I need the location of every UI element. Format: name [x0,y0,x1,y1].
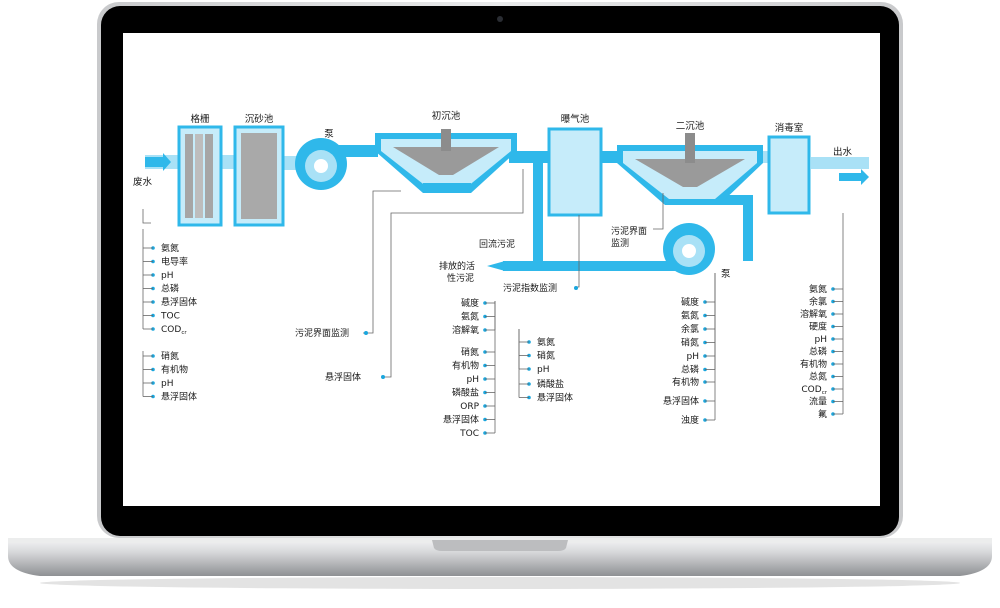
effluent-param: 总氮 [809,371,827,383]
influent-param: TOC [160,312,180,322]
label-sludge-index: 污泥指数监测 [503,282,557,294]
influent-param: 悬浮固体 [161,296,197,308]
label-pump2: 泵 [721,269,731,280]
label-outlet: 出水 [833,146,853,158]
effluent-param: pH [815,335,827,345]
aeration_b-param: 悬浮固体 [443,414,479,426]
outlet-pipe [811,157,869,169]
secondary_a-param: pH [687,352,699,362]
aeration_d-dot [527,395,531,400]
secondary-drain [719,195,753,205]
aeration_b-param: pH [467,375,479,385]
label-aeration: 曝气池 [561,113,590,125]
label-inlet: 废水 [133,176,153,188]
aeration_c-param: 氨氮 [537,336,555,348]
label-secondary: 二沉池 [676,120,705,132]
grit-param: pH [161,379,173,389]
parameter-groups: 氨氮电导率pH总磷悬浮固体TOCCODcr硝氮有机物pH悬浮固体碱度氨氮溶解氧硝… [142,213,844,439]
secondary-drain-down [743,195,753,261]
effluent-param: 硬度 [809,321,827,333]
aeration_d-dot [527,382,531,386]
grit-param: 硝氮 [161,350,179,362]
aeration_c-param: pH [537,365,549,375]
return-arrow-up [534,229,542,243]
wastewater-process-diagram: 格栅 沉砂池 泵 初沉池 曝气池 二沉池 消毒室 泵 废水 出水 回流污泥 排放… [133,110,869,439]
waste-sludge-arrow [487,261,505,271]
label-suspended-solids: 悬浮固体 [325,371,361,383]
label-sludge-interface-2b: 监测 [611,237,629,249]
label-primary: 初沉池 [432,110,461,122]
aeration_b-param: 有机物 [452,360,479,372]
grit-param: 悬浮固体 [161,391,197,403]
aeration_a-param: 溶解氧 [452,324,479,336]
laptop-base [8,540,992,576]
influent-param: 电导率 [161,256,188,268]
label-disinfection: 消毒室 [775,122,804,134]
screen: 格栅 沉砂池 泵 初沉池 曝气池 二沉池 消毒室 泵 废水 出水 回流污泥 排放… [123,33,880,506]
effluent-param: 有机物 [800,358,827,370]
aeration-tank [547,127,603,217]
inlet-arrow [145,153,171,171]
secondary_b-param: 浊度 [681,414,699,426]
label-grille: 格栅 [190,113,210,125]
return-sludge-vertical [533,157,543,265]
secondary_a-param: 硝氮 [681,337,699,349]
pipe-primary-aeration [509,151,553,163]
pipe-aeration-secondary [601,151,621,163]
outlet-arrow [839,169,869,185]
aeration_b-param: 硝氮 [461,346,479,358]
aeration_c-param: 硝氮 [537,350,555,362]
label-grit: 沉砂池 [245,113,274,125]
camera-dot [497,16,503,22]
label-waste-sludge-1: 排放的活 [439,260,475,272]
label-waste-sludge-2: 性污泥 [447,272,474,284]
aeration_c-dot [527,367,531,371]
aeration_a-param: 碱度 [461,297,479,309]
aeration_a-param: 氨氮 [461,311,479,323]
base-shadow [40,577,960,589]
label-sludge-interface-2a: 污泥界面 [611,225,647,237]
effluent-param: 溶解氧 [800,308,827,320]
trackpad-notch [432,540,568,551]
secondary_a-param: 氨氮 [681,310,699,322]
influent-param: CODcr [161,325,187,336]
secondary_a-param: 余氯 [681,323,699,335]
aeration_c-dot [527,340,531,344]
effluent-param: 余氯 [809,296,827,308]
influent-param: pH [161,271,173,281]
effluent-param: CODcr [801,385,827,396]
effluent-param: 流量 [809,396,827,408]
influent-param: 氨氮 [161,242,179,254]
grit-param: 有机物 [161,364,188,376]
effluent-param: 氨氮 [809,283,827,295]
pipe-pump-primary [338,145,378,157]
secondary_a-param: 碱度 [681,296,699,308]
aeration_c-dot [527,353,531,358]
secondary_b-param: 悬浮固体 [663,395,699,407]
secondary_a-param: 总磷 [681,364,699,376]
aeration_d-param: 磷酸盐 [537,378,564,390]
disinfection-tank [767,135,811,215]
aeration_d-param: 悬浮固体 [537,392,573,404]
return-sludge-horizontal [503,261,703,271]
effluent-param: 总磷 [809,346,827,358]
aeration_b-param: ORP [460,402,479,412]
aeration_b-param: TOC [459,429,479,439]
secondary_b-param: 有机物 [672,376,699,388]
influent-param: 总磷 [161,283,179,295]
effluent-param: 氟 [818,408,827,420]
label-pump1: 泵 [324,129,334,140]
label-sludge-interface-1: 污泥界面监测 [295,327,349,339]
label-return-sludge: 回流污泥 [479,238,515,250]
aeration_b-param: 磷酸盐 [452,387,479,399]
